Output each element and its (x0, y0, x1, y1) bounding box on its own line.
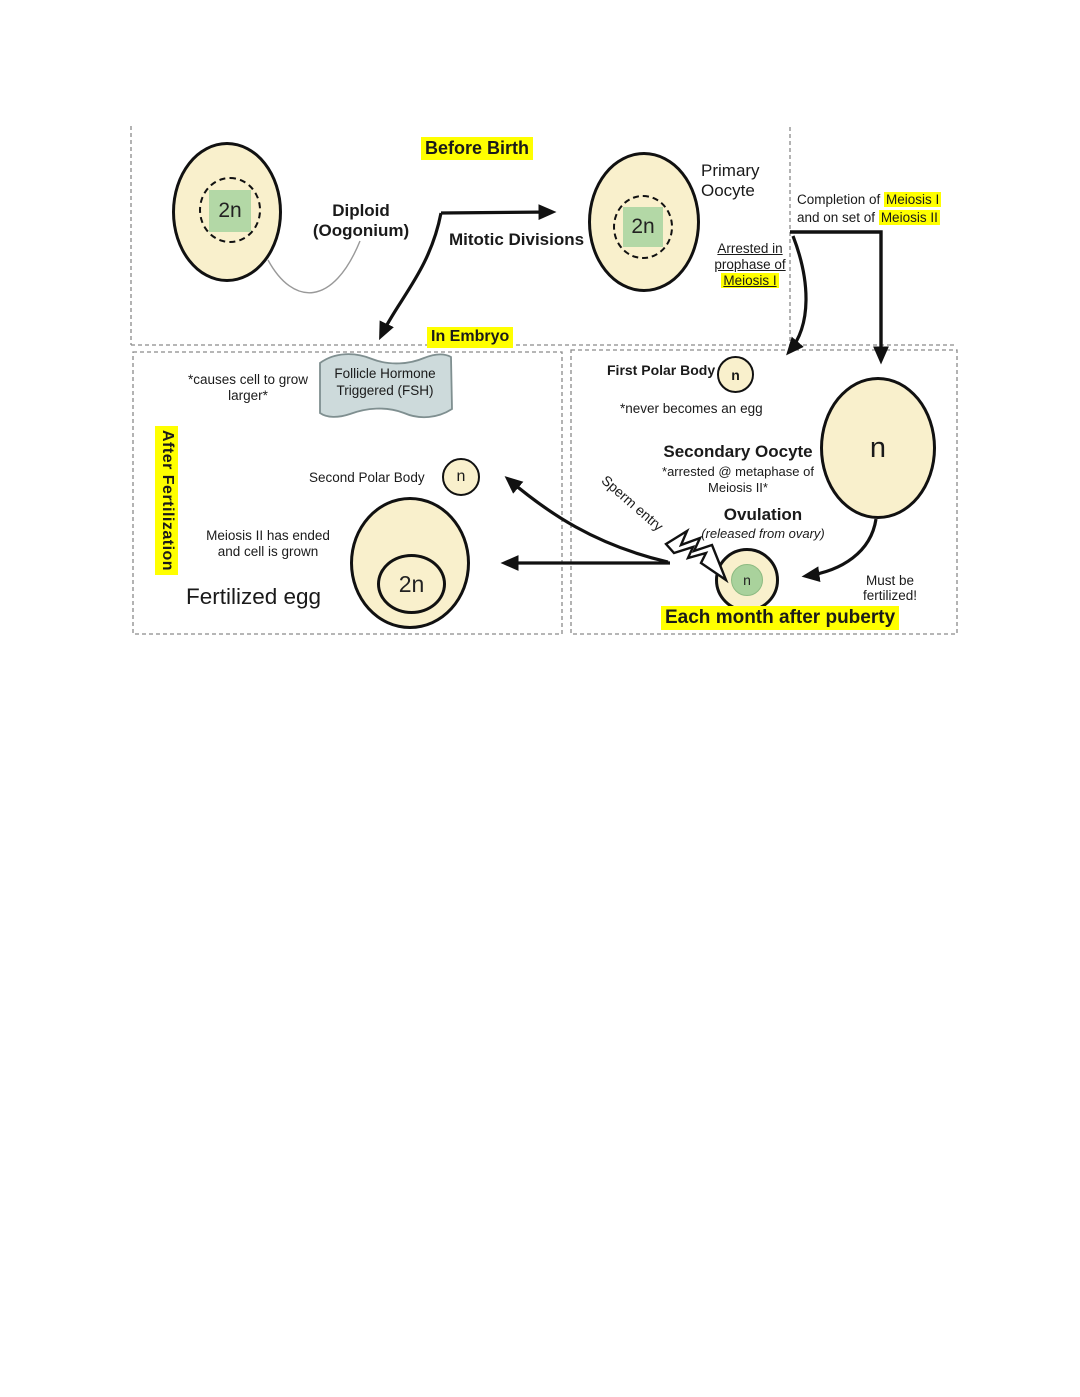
fsh-banner-label: Follicle Hormone Triggered (FSH) (334, 366, 436, 398)
secondary-oocyte-label-block: Secondary Oocyte *arrested @ metaphase o… (659, 442, 817, 495)
fertilized-egg-cell: 2n (350, 497, 470, 629)
meiosis-2-highlight: Meiosis II (878, 210, 940, 225)
primary-oocyte-nucleus: 2n (623, 207, 663, 247)
fertilized-egg-ploidy: 2n (398, 570, 425, 597)
secondary-oocyte-cell: n (820, 377, 936, 519)
primary-oocyte-label: Primary Oocyte (701, 161, 760, 200)
second-polar-body-label: Second Polar Body (309, 470, 425, 485)
meiosis-1-highlight: Meiosis I (884, 192, 942, 207)
fertilized-egg-label: Fertilized egg (186, 584, 322, 609)
arrow-mitotic-divisions (440, 204, 557, 220)
oogonium-ploidy: 2n (218, 199, 242, 222)
fsh-note: *causes cell to grow larger* (187, 372, 309, 403)
fertilized-egg-note: Meiosis II has ended and cell is grown (206, 528, 330, 559)
arrested-prophase-note: Arrested in prophase of Meiosis I (714, 241, 786, 288)
ovulation-title: Ovulation (723, 505, 803, 524)
ovulation-label-block: Ovulation (released from ovary) (697, 505, 829, 541)
oogonium-label: Diploid (Oogonium) (312, 201, 410, 240)
completion-note: Completion of Meiosis I and on set of Me… (797, 192, 942, 225)
second-polar-body-cell: n (442, 458, 480, 496)
ovulation-subtitle: (released from ovary) (701, 526, 825, 541)
first-polar-body-note: *never becomes an egg (620, 401, 763, 416)
section-label-before-birth: Before Birth (421, 137, 534, 161)
secondary-oocyte-label: Secondary Oocyte (663, 442, 813, 461)
section-label-each-month-after-puberty: Each month after puberty (661, 606, 900, 631)
first-polar-body-cell: n (717, 356, 754, 393)
ovulated-egg-cell: n (715, 548, 779, 612)
arrow-completion-to-secondary-oocyte (790, 230, 889, 365)
primary-oocyte-nuclear-envelope (613, 195, 673, 259)
section-label-after-fertilization: After Fertilization (155, 426, 178, 576)
oogonium-cell: 2n (172, 142, 282, 282)
mitotic-divisions-label: Mitotic Divisions (449, 230, 585, 249)
oogonium-nucleus: 2n (209, 190, 251, 232)
primary-oocyte-ploidy: 2n (631, 215, 655, 238)
first-polar-body-label: First Polar Body (607, 362, 716, 378)
fertilized-egg-nucleus: 2n (377, 554, 446, 614)
secondary-oocyte-note: *arrested @ metaphase of Meiosis II* (662, 464, 814, 495)
section-label-in-embryo: In Embryo (427, 327, 514, 348)
second-polar-body-ploidy: n (456, 468, 466, 485)
must-be-fertilized-note: Must be fertilized! (862, 573, 918, 603)
ovulated-egg-nucleus: n (731, 564, 763, 596)
sperm-entry-label: Sperm entry (598, 472, 667, 535)
oogonium-label-leader-line (267, 240, 361, 294)
arrested-meiosis-1-highlight: Meiosis I (721, 273, 779, 288)
oogonium-nuclear-envelope (199, 177, 261, 243)
secondary-oocyte-ploidy: n (869, 431, 887, 464)
primary-oocyte-cell: 2n (588, 152, 700, 292)
first-polar-body-ploidy: n (731, 366, 740, 383)
ovulated-egg-ploidy: n (743, 572, 751, 588)
